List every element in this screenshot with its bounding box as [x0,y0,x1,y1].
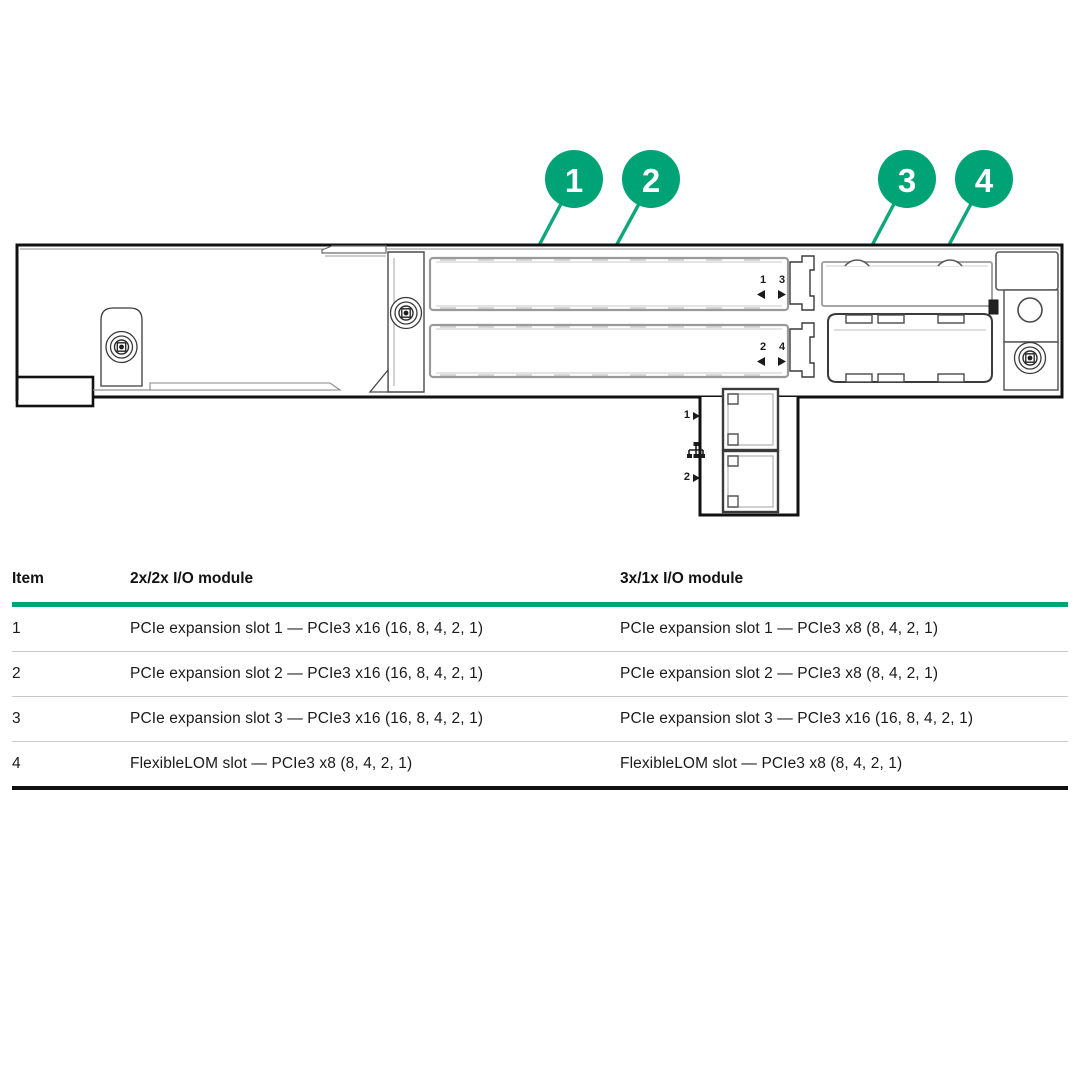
column-header-item: Item [12,570,44,587]
network-port-icon [687,442,705,458]
cell-3x1x: PCIe expansion slot 3 — PCIe3 x16 (16, 8… [620,696,1068,742]
io-module-spec-table: Item 2x/2x I/O module 3x/1x I/O module 1… [12,570,1068,790]
column-header-3x1x-module: 3x/1x I/O module [620,570,744,587]
slot-index-markers: 1 3 2 4 [757,274,786,366]
table-header-row: Item 2x/2x I/O module 3x/1x I/O module [12,570,1068,602]
cell-2x2x: PCIe expansion slot 3 — PCIe3 x16 (16, 8… [130,696,620,742]
column-header-2x2x-module: 2x/2x I/O module [130,570,254,587]
table-row: 2 PCIe expansion slot 2 — PCIe3 x16 (16,… [12,651,1068,697]
riser-cage-drawing [15,243,1064,517]
slot-marker-2-label: 2 [760,341,766,353]
callout-2[interactable]: 2 [622,150,680,208]
nic-port-labels: 1 2 [684,409,705,483]
callout-4-label: 4 [975,162,994,199]
rear-latch-assembly [988,251,1059,391]
flexiblelom-graphic [827,313,993,383]
pcie-slot-3-graphic [821,259,993,307]
cell-3x1x: FlexibleLOM slot — PCIe3 x8 (8, 4, 2, 1) [620,741,1068,786]
nic-port-1-label: 1 [684,409,690,421]
cell-2x2x: PCIe expansion slot 2 — PCIe3 x16 (16, 8… [130,651,620,697]
table-row: 1 PCIe expansion slot 1 — PCIe3 x16 (16,… [12,607,1068,652]
cell-2x2x: FlexibleLOM slot — PCIe3 x8 (8, 4, 2, 1) [130,741,620,786]
slot-marker-4-label: 4 [779,341,786,353]
nic-port-2-arrow [693,474,700,482]
nic-port-block [698,387,800,517]
callout-markers: 1 2 3 4 [545,150,1013,208]
slot-marker-4-arrow [778,357,786,366]
pcie-slot-1-graphic [428,256,790,312]
nic-port-1-arrow [693,412,700,420]
cell-3x1x: PCIe expansion slot 1 — PCIe3 x8 (8, 4, … [620,620,939,637]
callout-3-label: 3 [898,162,916,199]
cell-item: 4 [12,741,130,786]
table-row: 4 FlexibleLOM slot — PCIe3 x8 (8, 4, 2, … [12,741,1068,786]
table-accent-rule [12,602,1068,607]
callout-3[interactable]: 3 [878,150,936,208]
table-bottom-rule [12,786,1068,790]
pcie-slot-2-graphic [428,323,790,379]
table-row: 3 PCIe expansion slot 3 — PCIe3 x16 (16,… [12,696,1068,742]
callout-1[interactable]: 1 [545,150,603,208]
callout-2-label: 2 [642,162,660,199]
callout-1-label: 1 [565,162,583,199]
cell-item: 3 [12,696,130,742]
slot-marker-1-arrow [757,290,765,299]
slot-marker-2-arrow [757,357,765,366]
cell-item: 2 [12,651,130,697]
io-module-diagram: 1 3 2 4 1 [15,150,1064,517]
cell-3x1x: PCIe expansion slot 2 — PCIe3 x8 (8, 4, … [620,651,1068,697]
cell-item: 1 [12,620,21,637]
cell-2x2x: PCIe expansion slot 1 — PCIe3 x16 (16, 8… [130,620,484,637]
callout-4[interactable]: 4 [955,150,1013,208]
accent-rule-bar [12,602,1068,607]
nic-port-2-label: 2 [684,471,690,483]
slot-marker-1-label: 1 [760,274,766,286]
slot-marker-3-arrow [778,290,786,299]
slot-marker-3-label: 3 [779,274,785,286]
